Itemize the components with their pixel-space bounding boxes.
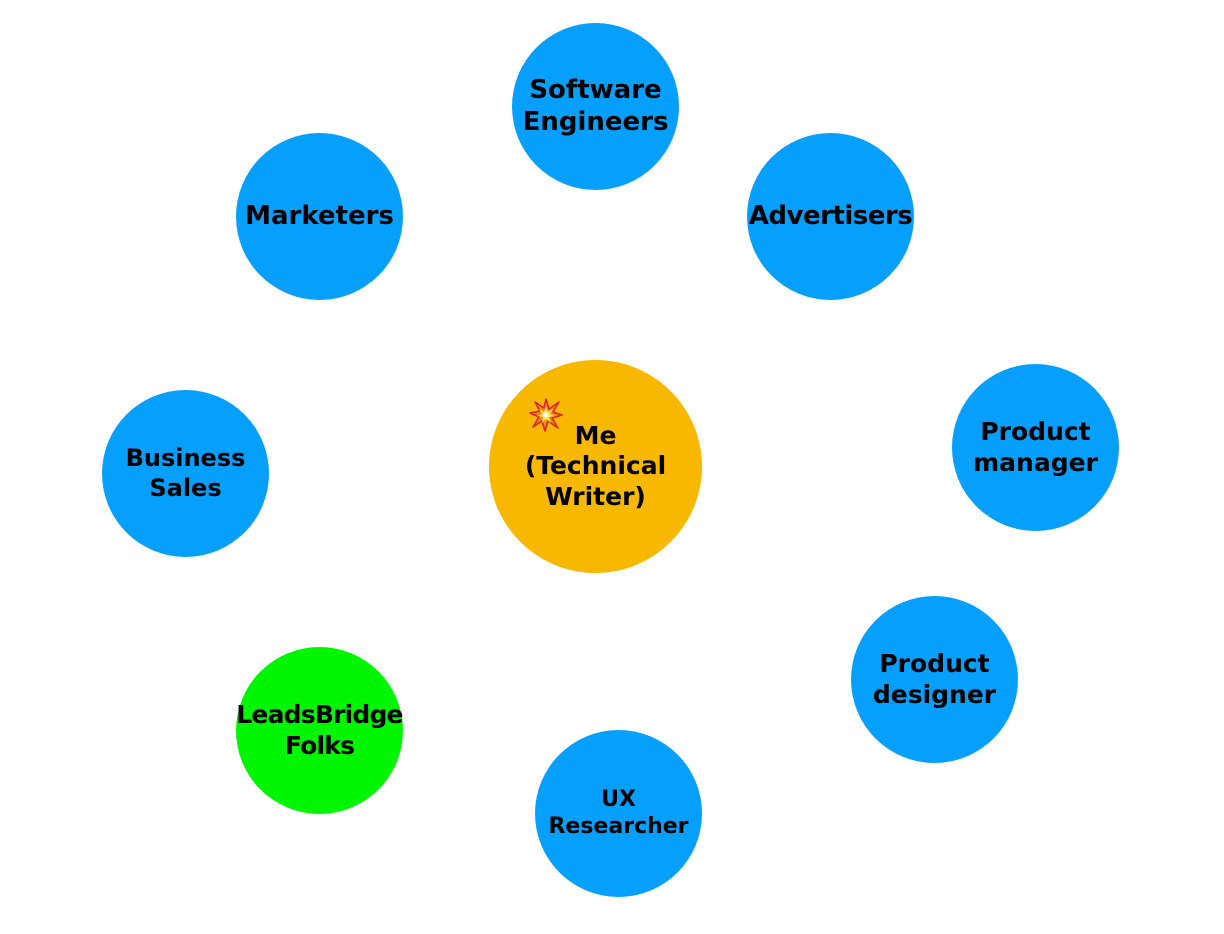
node-label-line: Researcher [548,813,689,839]
node-label-line: Marketers [245,200,394,231]
node-product-designer: Product designer [851,596,1018,763]
node-label-line: Business [125,444,246,473]
node-label-line: Product [980,417,1091,446]
node-label-line: designer [872,679,997,709]
node-label-line: Writer) [545,481,646,511]
node-advertisers: Advertisers [747,133,914,300]
node-leadsbridge-folks: LeadsBridge Folks [236,647,404,814]
node-label-line: Me [574,420,617,450]
node-ux-researcher: UX Researcher [535,730,702,897]
node-label: Software Engineers [523,75,669,138]
node-label: UX Researcher [548,787,688,841]
node-label: Advertisers [748,200,913,233]
node-label-line: Folks [284,730,355,760]
node-product-manager: Product manager [952,364,1119,531]
node-label-line: Sales [149,473,222,502]
node-label-line: Software [529,74,662,105]
node-label-line: Product [879,649,990,678]
node-label-line: Engineers [522,106,669,137]
node-label-line: (Technical [524,451,667,481]
node-label: LeadsBridge Folks [236,700,403,761]
node-label-line: UX [601,786,636,812]
node-software-engineers: Software Engineers [512,23,679,190]
node-label: Marketers [245,201,394,233]
collision-burst-icon [529,398,563,432]
node-label: Business Sales [126,444,246,503]
node-label-line: LeadsBridge [236,700,403,729]
node-label: Me (Technical Writer) [525,421,666,513]
node-me-technical-writer: Me (Technical Writer) [489,360,702,573]
node-label-line: manager [973,447,1098,477]
node-business-sales: Business Sales [102,390,269,557]
node-label: Product designer [873,649,996,710]
node-label-line: Advertisers [748,200,913,231]
node-marketers: Marketers [236,133,403,300]
node-label: Product manager [973,417,1098,478]
